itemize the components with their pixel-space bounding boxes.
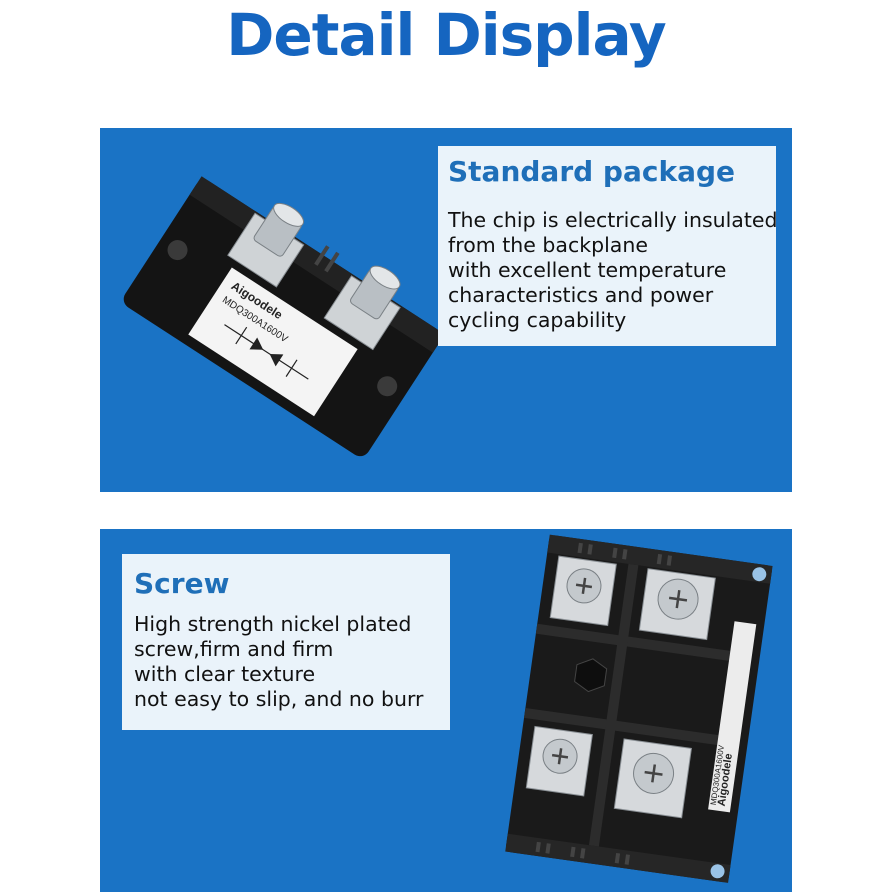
screw-terminal-icon [613,738,692,819]
mounting-hole-icon [710,864,725,879]
description-line: High strength nickel plated [134,612,412,636]
description-line: cycling capability [448,308,627,332]
screw-terminal-icon [638,568,716,641]
description-line: with excellent temperature [448,258,727,282]
phillips-screw-icon [668,590,688,609]
screw-card: Screw High strength nickel plated screw,… [122,554,450,730]
screw-terminal-icon [323,265,401,351]
page-title: Detail Display [226,1,666,69]
standard-package-description: The chip is electrically insulated from … [448,208,778,333]
mounting-hole-icon [752,567,767,582]
screw-terminal-icon [549,555,617,627]
screw-description: High strength nickel plated screw,firm a… [134,612,450,712]
screw-panel: Screw High strength nickel plated screw,… [100,529,792,892]
standard-package-panel: Aigoodele MDQ300A1600V [100,128,792,492]
mounting-hole-icon [377,376,398,397]
screw-heading: Screw [134,567,230,600]
description-line: characteristics and power [448,283,714,307]
phillips-screw-icon [575,577,593,595]
description-line: not easy to slip, and no burr [134,687,424,711]
description-line: screw,firm and firm [134,637,334,661]
description-line: The chip is electrically insulated [448,208,778,232]
screw-terminal-icon [227,202,305,288]
phillips-screw-icon [551,748,569,765]
standard-package-card: Standard package The chip is electricall… [438,146,778,346]
description-line: from the backplane [448,233,648,257]
phillips-screw-icon [644,764,663,783]
diode-module-image: Aigoodele MDQ300A1600V [123,176,445,457]
standard-package-heading: Standard package [448,155,735,188]
description-line: with clear texture [134,662,316,686]
screw-terminal-icon [525,725,593,797]
rectifier-module-image: Aigoodele MDQ300A1600V [505,534,773,883]
diode-schematic-icon [224,324,309,380]
mounting-hole-icon [167,240,188,261]
